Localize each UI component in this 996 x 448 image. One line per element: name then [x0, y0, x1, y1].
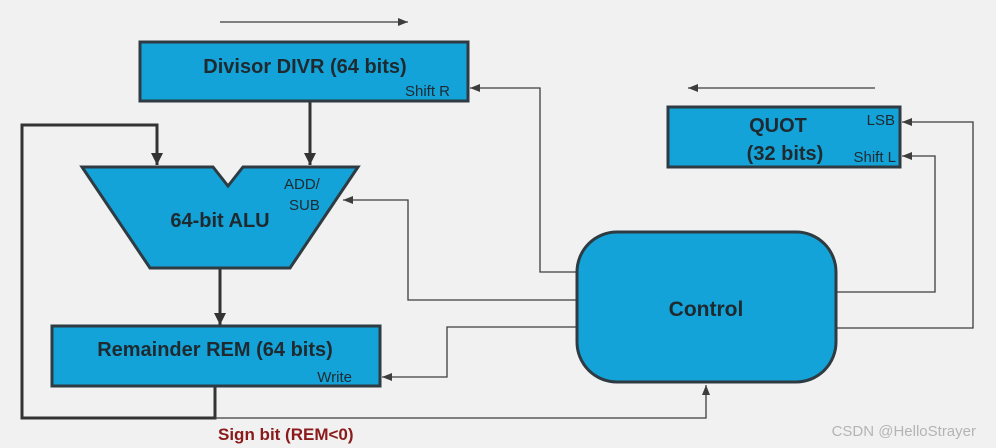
divisor-label: Divisor DIVR (64 bits)	[203, 56, 406, 78]
control-block: Control	[575, 230, 838, 384]
alu-op-port-label-line1: ADD/	[284, 176, 321, 193]
quotient-lsb-port-label: LSB	[867, 112, 895, 129]
watermark: CSDN @HelloStrayer	[832, 423, 976, 440]
quotient-label-line2: (32 bits)	[747, 143, 824, 165]
divisor-port-label: Shift R	[405, 83, 450, 100]
sign-bit-signal	[215, 385, 710, 419]
remainder-port-label: Write	[317, 369, 352, 386]
remainder-block: Remainder REM (64 bits) Write	[50, 324, 382, 388]
alu-label: 64-bit ALU	[170, 210, 269, 232]
control-to-quotient-shift-signal	[836, 152, 936, 293]
control-to-alu-op-signal	[343, 196, 577, 301]
alu-op-port-label-line2: SUB	[289, 197, 320, 214]
control-to-remainder-write-signal	[382, 326, 577, 381]
sign-bit-label: Sign bit (REM<0)	[218, 425, 354, 444]
quotient-label-line1: QUOT	[749, 115, 807, 137]
divisor-block: Divisor DIVR (64 bits) Shift R	[138, 40, 470, 103]
quotient-shift-port-label: Shift L	[853, 149, 896, 166]
remainder-label: Remainder REM (64 bits)	[97, 339, 333, 361]
remainder-feedback-path	[20, 123, 217, 420]
quotient-block: QUOT (32 bits) LSB Shift L	[666, 105, 902, 169]
control-label: Control	[669, 298, 744, 321]
control-to-divisor-shift-signal	[470, 84, 577, 273]
control-to-quotient-lsb-signal	[836, 118, 974, 329]
alu-block: 64-bit ALU ADD/ SUB	[79, 165, 361, 270]
